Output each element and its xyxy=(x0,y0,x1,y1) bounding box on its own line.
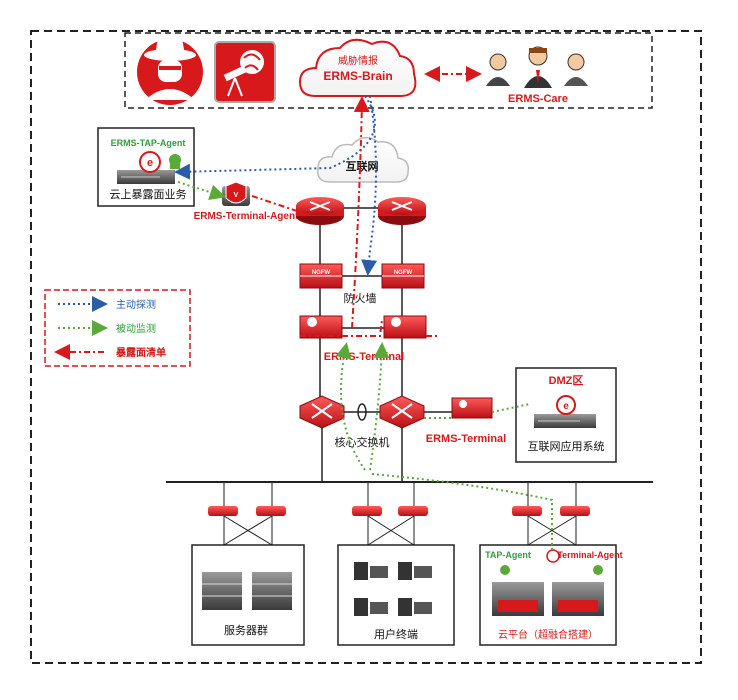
cloud-tap-agent-label: TAP-Agent xyxy=(485,550,531,560)
left-server-caption: 云上暴露面业务 xyxy=(110,188,187,201)
core-switch-label: 核心交换机 xyxy=(335,435,390,449)
user-terminals-box xyxy=(337,544,455,646)
erms-care-people-icon xyxy=(486,46,588,88)
erms-terminal-label-2: ERMS-Terminal xyxy=(426,433,506,445)
server-rack-icons xyxy=(202,572,292,610)
flow-passive-core-right xyxy=(369,342,390,471)
flow-exposure-left xyxy=(300,319,383,337)
internet-cloud xyxy=(317,136,410,183)
router-left-icon xyxy=(296,197,344,225)
left-server-icon: e xyxy=(117,151,175,184)
erms-brain-cloud xyxy=(298,38,417,97)
legend-passive-label: 被动监测 xyxy=(116,322,156,335)
terminal-agent-label: ERMS-Terminal-Agent xyxy=(194,211,299,222)
left-tap-agent-icon xyxy=(169,154,181,169)
erms-terminal-appliance-dmz xyxy=(451,397,493,419)
flow-passive-cloud xyxy=(371,473,553,552)
svg-text:e: e xyxy=(563,401,569,412)
access-switches-group-3 xyxy=(512,482,590,546)
legend-active-label: 主动探测 xyxy=(116,298,156,311)
legend-exposure-label: 暴露面清单 xyxy=(115,346,166,359)
access-switches-group-1 xyxy=(208,482,286,546)
internet-label: 互联网 xyxy=(346,159,379,173)
erms-terminal-label-1: ERMS-Terminal xyxy=(324,351,404,363)
terminal-agent-shield-icon: V xyxy=(222,181,250,206)
firewall-left-ngfw: NGFW xyxy=(312,270,331,276)
erms-terminal-appliance-left xyxy=(299,315,343,339)
left-server-agent-label: ERMS-TAP-Agent xyxy=(111,138,186,148)
flow-exposure-terminal-agent xyxy=(251,195,301,213)
dmz-caption: 互联网应用系统 xyxy=(528,439,605,453)
terminals-caption: 用户终端 xyxy=(374,627,418,641)
svg-text:e: e xyxy=(147,157,153,169)
erms-brain-cloud-line1: 威胁情报 xyxy=(338,54,378,67)
outer-dashed-frame xyxy=(30,30,702,664)
flow-passive-core-left xyxy=(335,342,366,471)
erms-brain-cloud-line2: ERMS-Brain xyxy=(323,69,392,83)
core-switch-bundle xyxy=(357,403,367,421)
svg-text:V: V xyxy=(234,192,239,199)
router-right-icon xyxy=(378,197,426,225)
cloud-platform-caption: 云平台（超融合搭建） xyxy=(498,628,598,641)
threat-observation-icon xyxy=(214,41,276,103)
erms-care-label: ERMS-Care xyxy=(508,93,568,105)
erms-terminal-appliance-right xyxy=(383,315,427,339)
firewall-left-icon xyxy=(299,263,343,289)
flow-exposure-up xyxy=(351,96,370,329)
firewall-right-ngfw: NGFW xyxy=(394,270,413,276)
core-switch-right-icon xyxy=(379,395,425,429)
desktop-pc-icons xyxy=(354,562,432,616)
hacker-icon xyxy=(137,38,203,105)
firewall-right-icon xyxy=(381,263,425,289)
cloud-platform-icons xyxy=(492,549,604,616)
core-switch-left-icon xyxy=(299,395,345,429)
access-switches-group-2 xyxy=(352,482,428,546)
dmz-server-icon: e xyxy=(534,395,596,428)
flow-passive-dmz2 xyxy=(491,403,531,413)
firewall-label: 防火墙 xyxy=(344,291,377,305)
cloud-terminal-agent-label: Terminal-Agent xyxy=(557,550,622,560)
dmz-title: DMZ区 xyxy=(549,374,584,387)
servers-caption: 服务器群 xyxy=(224,623,268,637)
flow-active-probe-down xyxy=(361,95,378,276)
